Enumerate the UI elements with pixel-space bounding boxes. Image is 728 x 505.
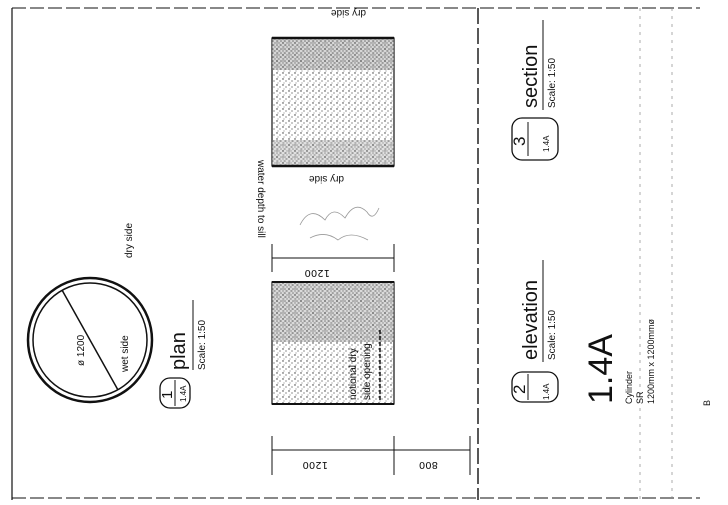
section-view-scale: Scale: 1:50 (547, 58, 558, 108)
elevation-dim-top: 1200 (305, 267, 330, 278)
plan-view-scale: Scale: 1:50 (197, 320, 208, 370)
elevation-view-sheet-ref: 1.4A (542, 383, 551, 400)
elevation-view-scale: Scale: 1:50 (547, 310, 558, 360)
elevation-opening-line1: notional dry (348, 348, 359, 400)
water-sketch (299, 206, 380, 241)
plan-circle-outer (26, 276, 154, 404)
plan-view-number: 1 (159, 391, 176, 399)
plan-view-number-box (159, 377, 191, 409)
section-view-number-box (511, 117, 559, 161)
section-view-sheet-ref: 1.4A (542, 135, 551, 152)
section-cylinder-shade-bottom (272, 140, 394, 166)
section-view: dry side dry side (271, 7, 395, 184)
plan-view-sheet-ref: 1.4A (179, 385, 188, 402)
plan-diameter-label: ø 1200 (76, 334, 87, 366)
elevation-view-number-box (511, 371, 559, 403)
plan-circle-inner (32, 282, 148, 398)
elevation-view-number: 2 (510, 385, 529, 394)
plan-wet-label: wet side (120, 335, 131, 373)
plan-view-title: plan (168, 332, 190, 370)
elevation-dim-800: 800 (419, 459, 438, 470)
sheet-description: Cylinder (624, 371, 634, 404)
section-view-title: section (520, 45, 542, 108)
plan-divider-line (61, 289, 119, 391)
elevation-view-label: 2 1.4A elevation Scale: 1:50 (510, 260, 559, 403)
sheet-small-mark: B (702, 400, 712, 406)
sheet-location: SR (635, 391, 645, 404)
plan-view-label: 1 1.4A plan Scale: 1:50 (159, 300, 208, 409)
section-cylinder-shade (272, 38, 394, 70)
plan-view: ø 1200 wet side dry side (26, 223, 154, 404)
elevation-opening-line2: side opening (362, 343, 373, 400)
plan-dry-label: dry side (124, 223, 135, 258)
sheet-size: 1200mm x 1200mmø (646, 318, 656, 404)
section-dry-side-top: dry side (331, 7, 366, 18)
elevation-view: 1200 800 notional dry side opening 1200 … (255, 159, 471, 475)
sheet-code: 1.4A (582, 334, 620, 404)
section-view-label: 3 1.4A section Scale: 1:50 (510, 20, 559, 161)
elevation-cylinder-shade (272, 282, 394, 342)
elevation-view-title: elevation (520, 280, 542, 360)
section-dry-side-bottom: dry side (309, 173, 344, 184)
elevation-dim-bottom: 1200 (303, 459, 328, 470)
section-view-number: 3 (510, 137, 529, 146)
elevation-water-label: water depth to sill (255, 159, 266, 238)
title-block: 1.4A Cylinder SR 1200mm x 1200mmø B (582, 318, 712, 406)
